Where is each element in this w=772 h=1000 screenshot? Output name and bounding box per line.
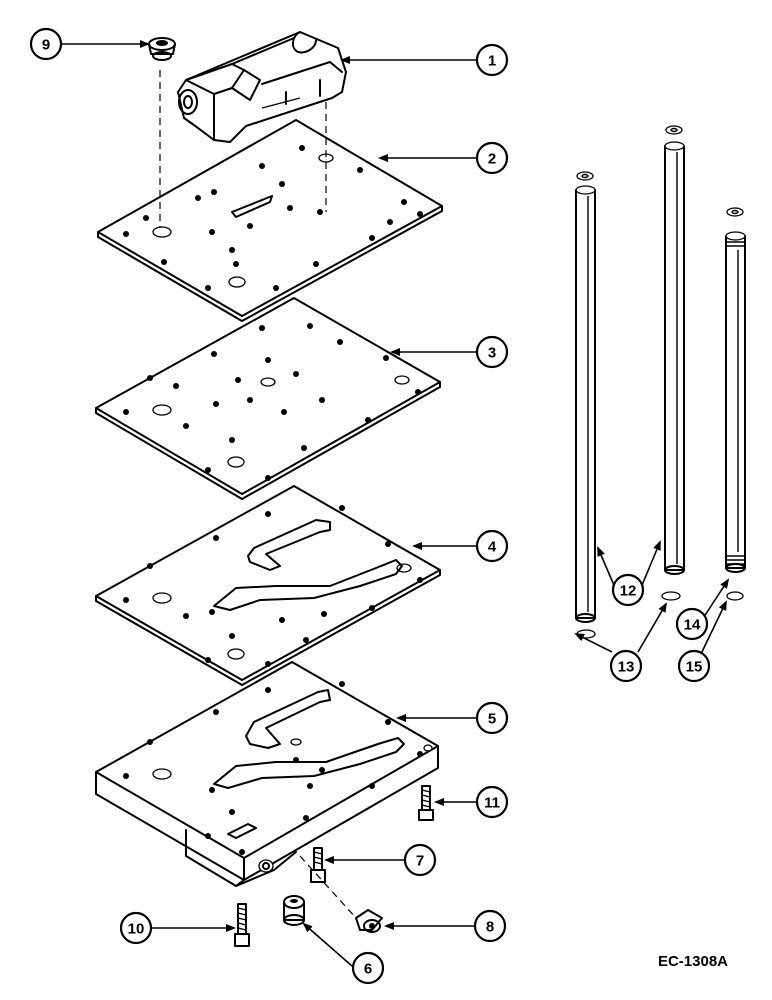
callout-10-label: 10 <box>128 921 145 938</box>
callout-9-label: 9 <box>42 37 50 54</box>
gasket-top-part <box>97 119 443 322</box>
separator-plate-part <box>95 297 441 500</box>
callout-1-label: 1 <box>488 53 496 70</box>
callout-15: 15 <box>677 649 711 683</box>
callout-5-label: 5 <box>488 711 496 728</box>
callout-1: 1 <box>475 43 509 77</box>
plug-part <box>283 895 305 926</box>
bolt-side-part <box>418 785 434 821</box>
callout-12: 12 <box>611 573 645 607</box>
valve-body-part <box>177 31 347 143</box>
callout-2-label: 2 <box>488 151 496 168</box>
callout-6-label: 6 <box>364 961 372 978</box>
callout-13: 13 <box>609 649 643 683</box>
tubes-part <box>575 125 746 639</box>
callout-15-label: 15 <box>686 659 703 676</box>
cap-plug-part <box>148 37 176 61</box>
leader-lines <box>62 40 730 967</box>
alignment-line <box>299 855 357 919</box>
bolt-short-part <box>310 847 326 883</box>
callout-5: 5 <box>475 701 509 735</box>
callout-13-label: 13 <box>618 659 635 676</box>
callout-4-label: 4 <box>488 539 497 556</box>
gasket-bottom-part <box>95 485 441 686</box>
callout-11: 11 <box>475 785 509 819</box>
callout-3: 3 <box>475 335 509 369</box>
callout-7: 7 <box>403 843 437 877</box>
callout-8-label: 8 <box>486 919 494 936</box>
callout-12-label: 12 <box>620 583 637 600</box>
callout-7-label: 7 <box>416 853 424 870</box>
callout-10: 10 <box>119 911 153 945</box>
callout-14: 14 <box>675 607 709 641</box>
base-plate-part <box>95 661 439 887</box>
figure-id: EC-1308A <box>658 953 728 970</box>
callout-2: 2 <box>475 141 509 175</box>
callout-11-label: 11 <box>484 795 500 812</box>
bolt-long-part <box>234 903 250 947</box>
callout-3-label: 3 <box>488 345 496 362</box>
callout-8: 8 <box>473 909 507 943</box>
callout-6: 6 <box>351 951 385 985</box>
callout-9: 9 <box>29 27 63 61</box>
plug-side-part <box>355 909 383 933</box>
callout-4: 4 <box>475 529 509 563</box>
callout-14-label: 14 <box>684 617 701 634</box>
